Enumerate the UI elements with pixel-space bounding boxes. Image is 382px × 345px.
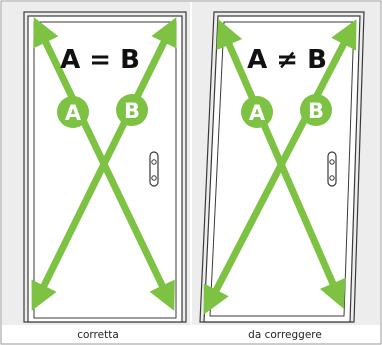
right-equation: A ≠ B (247, 45, 327, 75)
left-badge-a: A (57, 96, 89, 128)
right-badge-a: A (241, 96, 273, 128)
right-badge-b-label: B (308, 99, 324, 123)
right-caption: da correggere (248, 329, 322, 341)
left-badge-a-label: A (65, 101, 82, 125)
left-badge-b-label: B (124, 99, 140, 123)
right-badge-b: B (300, 94, 332, 126)
right-badge-a-label: A (249, 101, 266, 125)
left-equation: A = B (60, 45, 140, 75)
left-diagonal-b-arrow (31, 17, 177, 311)
left-badge-b: B (116, 94, 148, 126)
left-panel: A = B A B (2, 2, 190, 325)
left-caption: corretta (77, 329, 119, 341)
right-diagonal-b-arrow (203, 19, 357, 315)
left-door-handle-icon (149, 151, 159, 187)
right-door-handle-icon (327, 151, 337, 187)
right-panel: A ≠ B A B (192, 2, 380, 325)
